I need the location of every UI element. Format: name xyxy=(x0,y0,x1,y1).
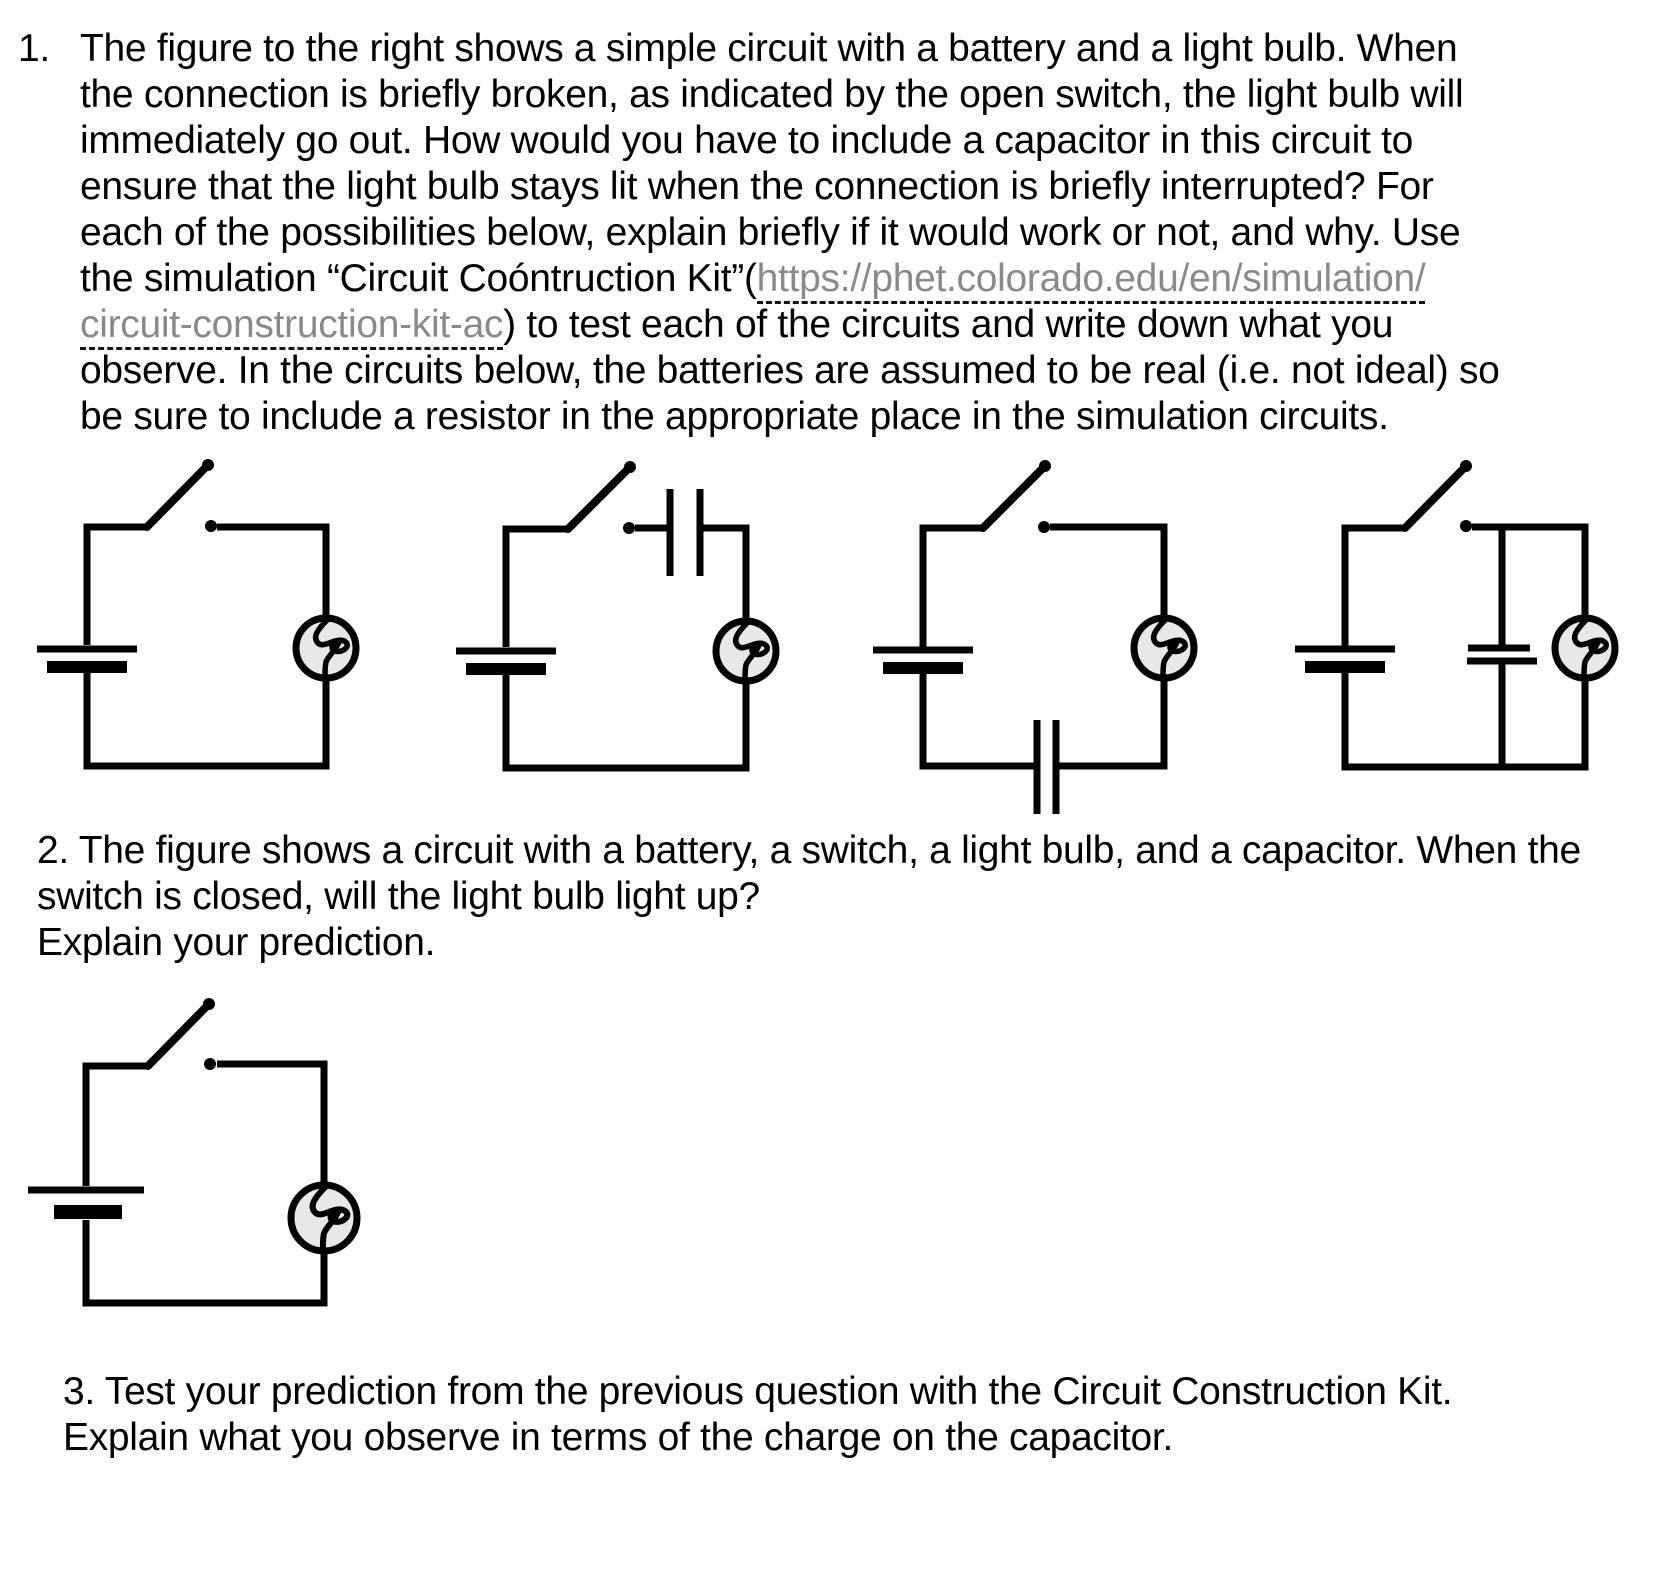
battery-icon xyxy=(456,647,556,675)
light-bulb-icon xyxy=(1130,614,1198,682)
question-1-line: circuit-construction-kit-ac) to test eac… xyxy=(80,302,1500,350)
light-bulb-icon xyxy=(712,617,780,685)
wire xyxy=(702,524,750,622)
wire xyxy=(919,524,983,647)
wire xyxy=(1050,523,1168,620)
question-3-text: 3. Test your prediction from the previou… xyxy=(63,1369,1453,1461)
question-1-line: The figure to the right shows a simple c… xyxy=(80,27,1458,70)
open-switch-icon xyxy=(979,460,1051,533)
open-switch-icon xyxy=(143,459,217,532)
wire xyxy=(217,1060,328,1186)
capacitor-icon xyxy=(666,489,704,576)
question-1-line: the simulation “Circuit Coóntruction Kit… xyxy=(80,256,1500,304)
circuit-e-diagram xyxy=(28,998,361,1307)
wire xyxy=(82,1220,328,1307)
question-1-line: each of the possibilities below, explain… xyxy=(80,211,1461,254)
open-switch-icon xyxy=(564,461,636,534)
circuit-c-diagram xyxy=(873,460,1198,814)
wire xyxy=(502,672,750,772)
wire xyxy=(502,525,568,647)
light-bulb-icon xyxy=(1551,614,1619,682)
wire xyxy=(83,523,147,645)
battery-icon xyxy=(28,1186,144,1219)
wire xyxy=(1472,523,1589,620)
question-1-line: ensure that the light bulb stays lit whe… xyxy=(80,165,1434,208)
phet-simulation-link[interactable]: https://phet.colorado.edu/en/simulation/ xyxy=(756,257,1426,304)
circuit-a-diagram xyxy=(37,459,360,770)
wire xyxy=(1341,670,1589,771)
open-switch-icon xyxy=(144,998,216,1070)
light-bulb-icon xyxy=(292,614,360,682)
question-2-line: Explain your prediction. xyxy=(37,921,436,964)
light-bulb-icon xyxy=(287,1181,361,1255)
wire xyxy=(1341,524,1405,646)
question-1-line-text: ) to test each of the circuits and write… xyxy=(503,303,1394,346)
phet-simulation-link[interactable]: circuit-construction-kit-ac xyxy=(80,303,503,350)
open-switch-icon xyxy=(1401,460,1472,532)
wire xyxy=(83,670,330,770)
battery-icon xyxy=(873,646,973,674)
question-1-line: observe. In the circuits below, the batt… xyxy=(80,349,1500,392)
question-3-line: Explain what you observe in terms of the… xyxy=(63,1416,1173,1459)
question-1-line: immediately go out. How would you have t… xyxy=(80,119,1414,162)
wire xyxy=(919,670,1035,770)
question-1-line: be sure to include a resistor in the app… xyxy=(80,395,1389,438)
capacitor-icon xyxy=(1033,720,1060,814)
battery-icon xyxy=(1295,645,1395,673)
circuit-b-diagram xyxy=(456,461,780,772)
wire xyxy=(82,1062,148,1186)
question-1-line-text: the simulation “Circuit Coóntruction Kit… xyxy=(80,257,757,300)
wire xyxy=(217,523,330,620)
capacitor-icon xyxy=(1467,644,1537,665)
wire xyxy=(1058,677,1168,770)
question-1-number: 1. xyxy=(18,27,50,70)
battery-icon xyxy=(37,645,137,673)
question-2-text: 2. The figure shows a circuit with a bat… xyxy=(37,828,1581,966)
question-1-line: the connection is briefly broken, as ind… xyxy=(80,73,1464,116)
question-2-line: switch is closed, will the light bulb li… xyxy=(37,875,760,918)
circuit-d-diagram xyxy=(1295,460,1619,771)
question-2-line: 2. The figure shows a circuit with a bat… xyxy=(37,829,1581,872)
question-3-line: 3. Test your prediction from the previou… xyxy=(63,1370,1453,1413)
question-1-text: The figure to the right shows a simple c… xyxy=(80,26,1500,440)
